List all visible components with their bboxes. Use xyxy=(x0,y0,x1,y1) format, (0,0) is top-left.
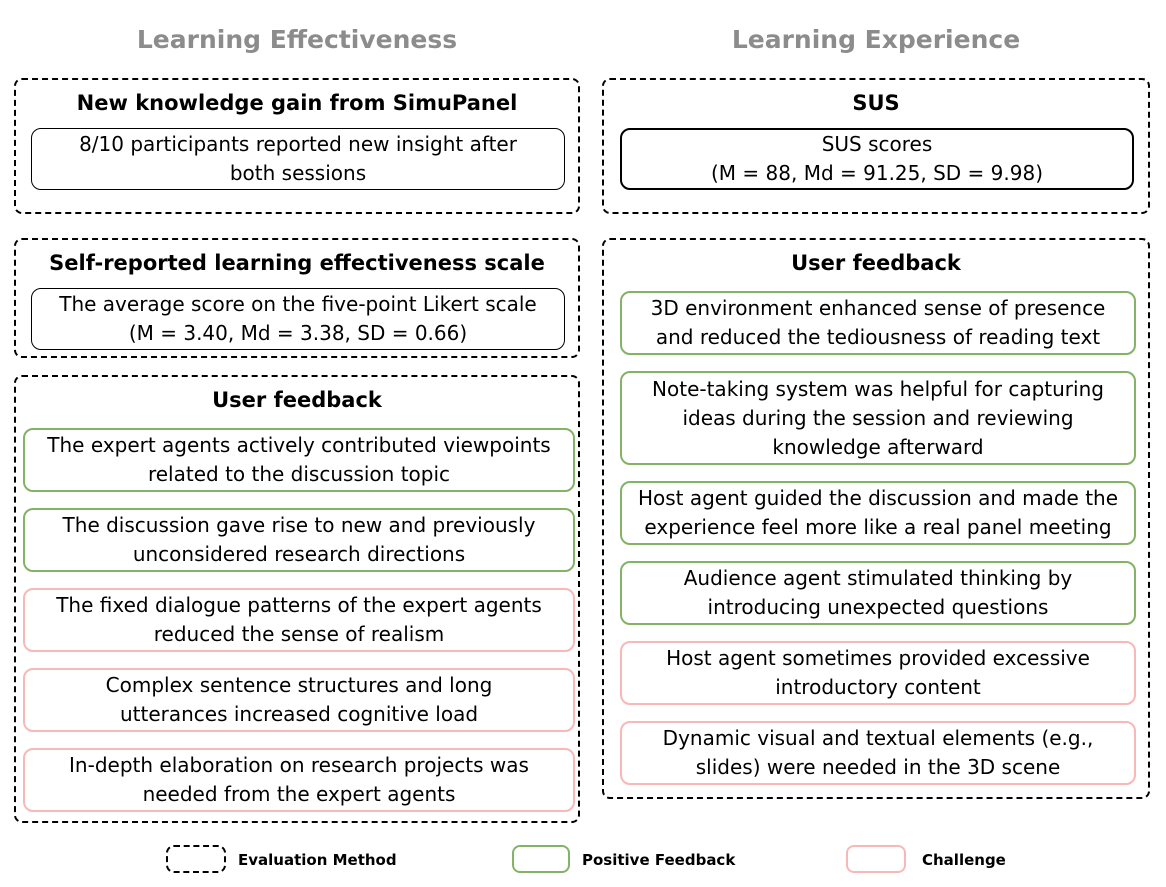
sus-section: SUS SUS scores (M = 88, Md = 91.25, SD =… xyxy=(602,78,1150,214)
box-line: introducing unexpected questions xyxy=(707,595,1049,619)
feedback-positive-box: The discussion gave rise to new and prev… xyxy=(23,508,575,572)
knowledge-gain-title: New knowledge gain from SimuPanel xyxy=(76,91,518,115)
box-line: Complex sentence structures and long xyxy=(105,673,493,697)
feedback-challenge-box: In-depth elaboration on research project… xyxy=(23,748,575,812)
box-line: needed from the expert agents xyxy=(142,782,456,806)
box-line: ideas during the session and reviewing xyxy=(682,405,1074,430)
box-line: reduced the sense of realism xyxy=(153,622,445,646)
left-feedback-section: User feedback The expert agents actively… xyxy=(14,375,580,823)
box-line: and reduced the tediousness of reading t… xyxy=(655,325,1101,349)
box-line: both sessions xyxy=(229,161,367,185)
box-line: experience feel more like a real panel m… xyxy=(644,515,1112,539)
left-feedback-title: User feedback xyxy=(212,388,382,412)
likert-scale-section: Self-reported learning effectiveness sca… xyxy=(14,238,580,358)
right-feedback-title: User feedback xyxy=(791,251,961,275)
box-line: related to the discussion topic xyxy=(147,462,451,486)
knowledge-gain-box: 8/10 participants reported new insight a… xyxy=(31,128,565,190)
legend-green-swatch xyxy=(512,845,570,873)
box-line: unconsidered research directions xyxy=(132,542,466,566)
box-line: The average score on the five-point Like… xyxy=(59,292,537,316)
knowledge-gain-section: New knowledge gain from SimuPanel 8/10 p… xyxy=(14,78,580,214)
likert-scale-title: Self-reported learning effectiveness sca… xyxy=(49,251,545,275)
box-line: The expert agents actively contributed v… xyxy=(47,433,551,457)
legend-label: Positive Feedback xyxy=(582,851,736,869)
feedback-challenge-box: The fixed dialogue patterns of the exper… xyxy=(23,588,575,652)
box-line: introductory content xyxy=(775,675,981,699)
right-column-title: Learning Experience xyxy=(731,25,1021,54)
box-line: (M = 3.40, Md = 3.38, SD = 0.66) xyxy=(128,321,468,345)
legend-positive-feedback: Positive Feedback xyxy=(512,845,752,877)
legend-dashed-swatch xyxy=(166,845,226,873)
right-feedback-section: User feedback 3D environment enhanced se… xyxy=(602,238,1150,799)
feedback-positive-box: The expert agents actively contributed v… xyxy=(23,428,575,492)
legend-evaluation-method: Evaluation Method xyxy=(166,845,406,877)
box-line: utterances increased cognitive load xyxy=(119,702,479,726)
feedback-positive-box: Audience agent stimulated thinking by in… xyxy=(620,561,1136,625)
box-line: Dynamic visual and textual elements (e.g… xyxy=(662,726,1094,750)
legend-label: Evaluation Method xyxy=(238,851,397,869)
box-line: The fixed dialogue patterns of the exper… xyxy=(56,593,542,617)
box-line: SUS scores xyxy=(821,132,933,156)
box-line: Host agent guided the discussion and mad… xyxy=(637,486,1119,510)
sus-score-box: SUS scores (M = 88, Md = 91.25, SD = 9.9… xyxy=(620,128,1134,190)
box-line: Audience agent stimulated thinking by xyxy=(683,566,1073,590)
box-line: In-depth elaboration on research project… xyxy=(69,753,529,777)
feedback-positive-box: Host agent guided the discussion and mad… xyxy=(620,481,1136,545)
box-line: (M = 88, Md = 91.25, SD = 9.98) xyxy=(711,161,1043,185)
feedback-positive-box: Note-taking system was helpful for captu… xyxy=(620,371,1136,465)
feedback-challenge-box: Complex sentence structures and long utt… xyxy=(23,668,575,732)
legend-pink-swatch xyxy=(846,845,906,873)
feedback-positive-box: 3D environment enhanced sense of presenc… xyxy=(620,291,1136,355)
sus-title: SUS xyxy=(852,91,900,115)
box-line: Note-taking system was helpful for captu… xyxy=(652,376,1104,401)
left-column-title: Learning Effectiveness xyxy=(136,25,458,54)
legend-label: Challenge xyxy=(922,851,1006,869)
box-line: slides) were needed in the 3D scene xyxy=(695,755,1061,779)
box-line: 3D environment enhanced sense of presenc… xyxy=(650,296,1106,320)
feedback-challenge-box: Dynamic visual and textual elements (e.g… xyxy=(620,721,1136,785)
box-line: 8/10 participants reported new insight a… xyxy=(79,132,517,156)
box-line: The discussion gave rise to new and prev… xyxy=(62,513,536,537)
likert-scale-box: The average score on the five-point Like… xyxy=(31,288,565,350)
legend-challenge: Challenge xyxy=(846,845,1046,877)
box-line: knowledge afterward xyxy=(772,434,984,459)
box-line: Host agent sometimes provided excessive xyxy=(666,646,1090,670)
feedback-challenge-box: Host agent sometimes provided excessive … xyxy=(620,641,1136,705)
